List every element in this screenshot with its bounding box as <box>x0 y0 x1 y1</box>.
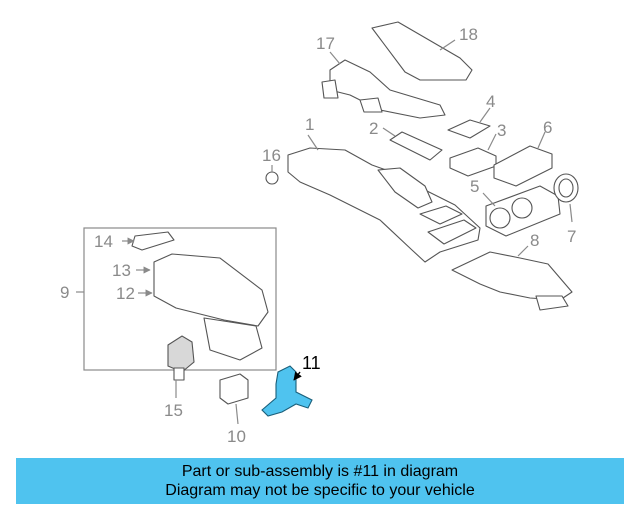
info-banner: Part or sub-assembly is #11 in diagram D… <box>16 458 624 504</box>
callout-9: 9 <box>60 283 69 302</box>
callout-1: 1 <box>305 115 314 134</box>
part-17-shift-bracket <box>321 51 446 119</box>
banner-line-disclaimer: Diagram may not be specific to your vehi… <box>165 482 475 499</box>
part-7-ring <box>553 173 579 223</box>
callout-5: 5 <box>470 177 479 196</box>
part-2-plate <box>382 127 443 161</box>
callout-12: 12 <box>116 284 135 303</box>
part-1-console <box>287 134 481 263</box>
banner-line-part: Part or sub-assembly is #11 in diagram <box>181 463 459 480</box>
callout-16: 16 <box>262 146 281 165</box>
part-15-knob <box>167 335 195 398</box>
callout-13: 13 <box>112 261 131 280</box>
callout-7: 7 <box>567 227 576 246</box>
part-18-trim-panel <box>371 21 473 81</box>
callout-4: 4 <box>486 92 495 111</box>
part-14-pad <box>122 231 175 251</box>
callout-15: 15 <box>164 401 183 420</box>
callout-11[interactable]: 11 <box>302 353 321 373</box>
part-10-bracket <box>219 373 249 425</box>
callout-17: 17 <box>316 34 335 53</box>
part-5-cup-holder <box>482 185 561 237</box>
callout-6: 6 <box>543 118 552 137</box>
parts-diagram: 1 2 3 4 5 6 7 8 9 10 11 12 13 14 15 16 1… <box>60 21 579 446</box>
callout-8: 8 <box>530 231 539 250</box>
callout-3: 3 <box>497 121 506 140</box>
part-8-bracket <box>451 245 573 311</box>
part-6-tray <box>493 131 553 187</box>
part-16-clip <box>265 165 279 185</box>
callout-2: 2 <box>369 119 378 138</box>
part-11-highlighted-bracket[interactable] <box>261 365 313 417</box>
part-3-tray <box>449 133 497 177</box>
callout-18: 18 <box>459 25 478 44</box>
part-12-13-armrest <box>136 253 269 361</box>
callout-10: 10 <box>227 427 246 446</box>
callout-14: 14 <box>94 232 113 251</box>
part-4-lid <box>447 107 491 139</box>
